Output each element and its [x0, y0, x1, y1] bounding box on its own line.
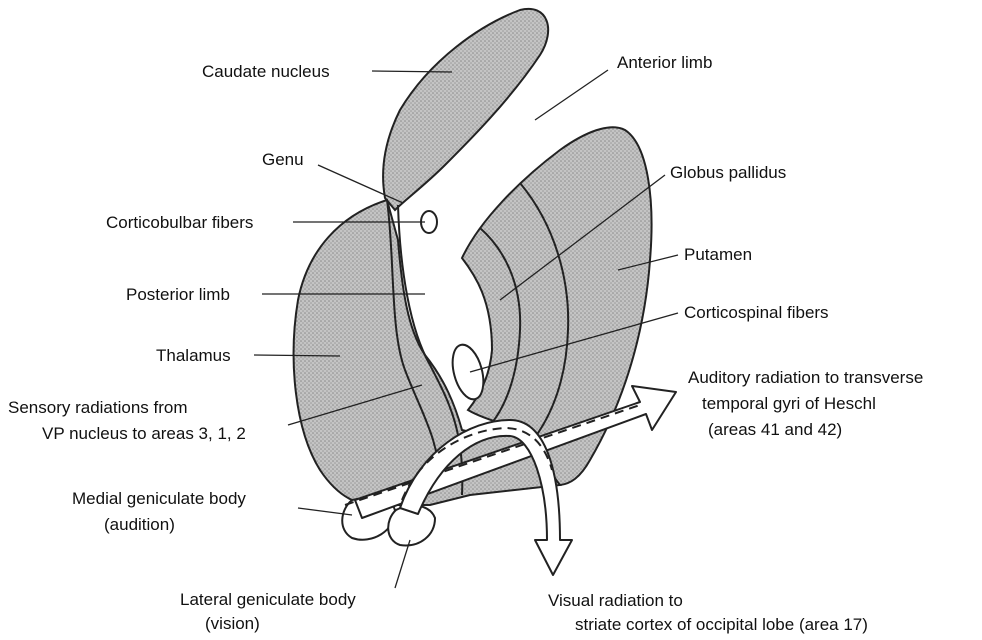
label-genu: Genu: [262, 150, 304, 169]
label-putamen: Putamen: [684, 245, 752, 264]
label-corticobulbar-fibers: Corticobulbar fibers: [106, 213, 253, 232]
label-posterior-limb: Posterior limb: [126, 285, 230, 304]
label-visual-radiation-1: Visual radiation to: [548, 591, 683, 610]
label-caudate-nucleus: Caudate nucleus: [202, 62, 330, 81]
label-auditory-radiation-1: Auditory radiation to transverse: [688, 368, 923, 387]
leader-anterior-limb: [535, 70, 608, 120]
label-sensory-radiations-1: Sensory radiations from: [8, 398, 188, 417]
label-thalamus: Thalamus: [156, 346, 231, 365]
label-visual-radiation-2: striate cortex of occipital lobe (area 1…: [575, 615, 868, 634]
label-corticospinal-fibers: Corticospinal fibers: [684, 303, 829, 322]
label-lateral-geniculate-1: Lateral geniculate body: [180, 590, 356, 609]
label-globus-pallidus: Globus pallidus: [670, 163, 786, 182]
leader-lateral-geniculate: [395, 540, 410, 588]
label-medial-geniculate-1: Medial geniculate body: [72, 489, 246, 508]
label-anterior-limb: Anterior limb: [617, 53, 712, 72]
label-sensory-radiations-2: VP nucleus to areas 3, 1, 2: [42, 424, 246, 443]
label-auditory-radiation-3: (areas 41 and 42): [708, 420, 842, 439]
label-medial-geniculate-2: (audition): [104, 515, 175, 534]
label-lateral-geniculate-2: (vision): [205, 614, 260, 633]
label-auditory-radiation-2: temporal gyri of Heschl: [702, 394, 876, 413]
